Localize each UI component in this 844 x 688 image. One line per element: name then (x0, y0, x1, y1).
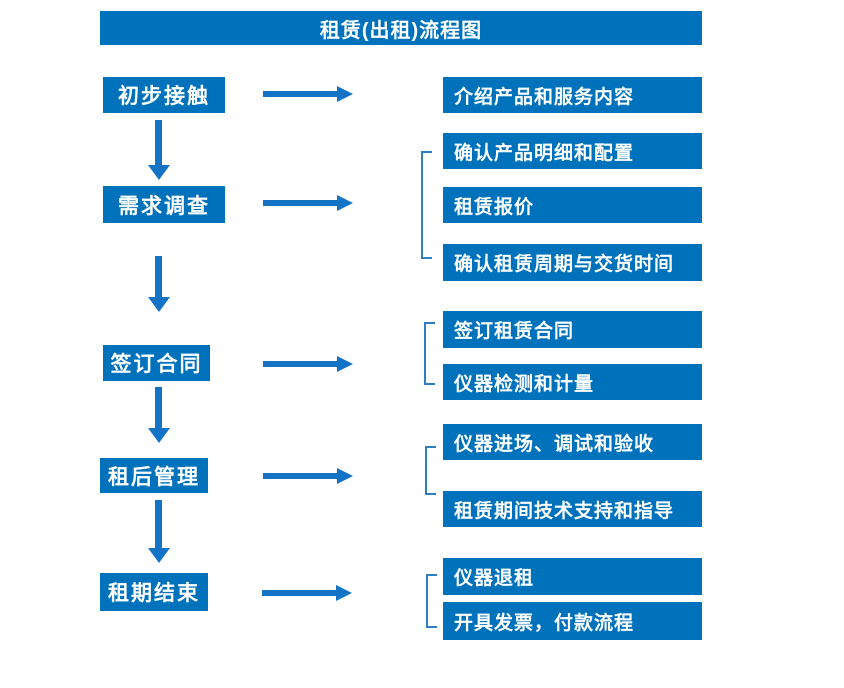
step-box-post-rental-management: 租后管理 (100, 458, 208, 493)
arrow-head (148, 548, 170, 563)
arrow-right-icon (263, 86, 353, 102)
arrow-shaft (155, 387, 162, 428)
detail-box-instrument-testing: 仪器检测和计量 (443, 364, 702, 400)
group-bracket (421, 151, 432, 259)
step-box-demand-survey: 需求调查 (103, 186, 225, 223)
arrow-down-icon (148, 256, 170, 312)
arrow-head (337, 356, 353, 372)
arrow-down-icon (148, 387, 170, 443)
arrow-down-icon (148, 120, 170, 180)
detail-box-rental-quotation: 租赁报价 (443, 187, 702, 223)
arrow-shaft (263, 200, 338, 206)
arrow-shaft (263, 91, 338, 97)
arrow-head (148, 297, 170, 312)
detail-box-introduce-products: 介绍产品和服务内容 (443, 77, 702, 113)
group-bracket (424, 322, 435, 385)
arrow-head (337, 468, 353, 484)
step-box-rental-end: 租期结束 (100, 573, 208, 611)
arrow-down-icon (148, 500, 170, 563)
detail-box-confirm-product-details: 确认产品明细和配置 (443, 133, 702, 169)
arrow-right-icon (263, 195, 353, 211)
arrow-shaft (263, 473, 338, 479)
arrow-head (148, 428, 170, 443)
arrow-shaft (262, 590, 337, 596)
step-box-initial-contact: 初步接触 (103, 77, 225, 113)
arrow-head (148, 165, 170, 180)
group-bracket (426, 574, 437, 628)
detail-box-invoice-payment: 开具发票，付款流程 (443, 602, 702, 640)
arrow-head (337, 86, 353, 102)
flowchart-title: 租赁(出租)流程图 (100, 11, 702, 45)
arrow-right-icon (263, 356, 353, 372)
detail-box-sign-rental-contract: 签订租赁合同 (443, 311, 702, 348)
detail-box-confirm-rental-period: 确认租赁周期与交货时间 (443, 244, 702, 281)
arrow-right-icon (262, 585, 352, 601)
arrow-head (336, 585, 352, 601)
arrow-shaft (155, 120, 162, 165)
arrow-shaft (155, 500, 162, 548)
detail-box-instrument-setup: 仪器进场、调试和验收 (443, 424, 702, 460)
arrow-shaft (155, 256, 162, 297)
detail-box-technical-support: 租赁期间技术支持和指导 (443, 491, 702, 527)
arrow-head (337, 195, 353, 211)
arrow-shaft (263, 361, 338, 367)
group-bracket (425, 446, 436, 495)
arrow-right-icon (263, 468, 353, 484)
step-box-sign-contract: 签订合同 (103, 345, 210, 381)
detail-box-instrument-return: 仪器退租 (443, 558, 702, 595)
